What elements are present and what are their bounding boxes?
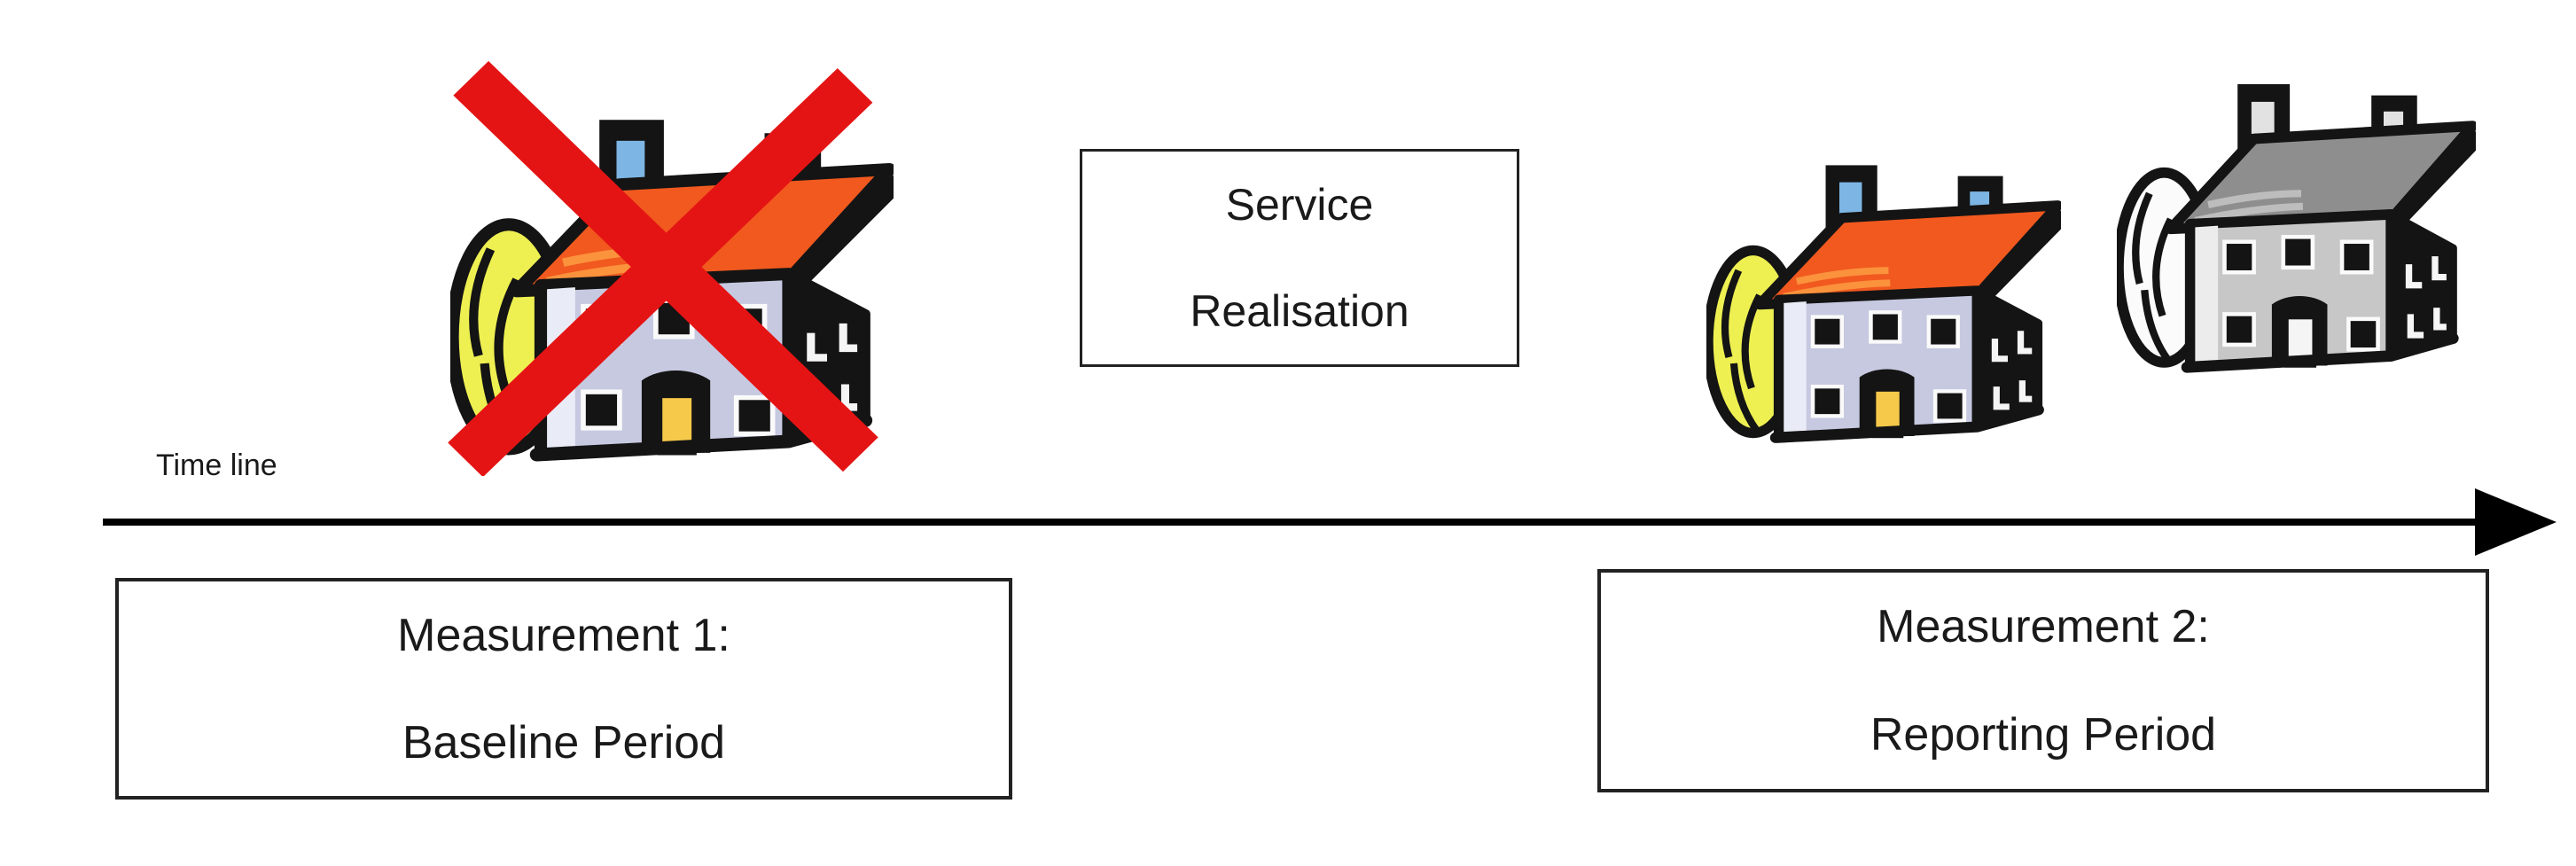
timeline-arrow [103, 488, 2556, 556]
right-arrow-icon [2475, 488, 2556, 556]
timeline-label: Time line [156, 449, 277, 482]
red-cross-icon [448, 60, 878, 476]
reporting-house-icon [1706, 131, 2061, 449]
measurement-2-line2: Reporting Period [1870, 709, 2217, 761]
service-box-line2: Realisation [1190, 286, 1409, 336]
measurement-1-line1: Measurement 1: [397, 609, 730, 661]
gray-house-icon [2117, 49, 2476, 378]
measurement-2-line1: Measurement 2: [1877, 601, 2210, 652]
service-box-line1: Service [1225, 180, 1374, 230]
service-realisation-box: Service Realisation [1080, 149, 1519, 367]
measurement-1-box: Measurement 1: Baseline Period [115, 578, 1012, 800]
measurement-1-line2: Baseline Period [402, 716, 726, 768]
measurement-2-box: Measurement 2: Reporting Period [1597, 569, 2489, 792]
